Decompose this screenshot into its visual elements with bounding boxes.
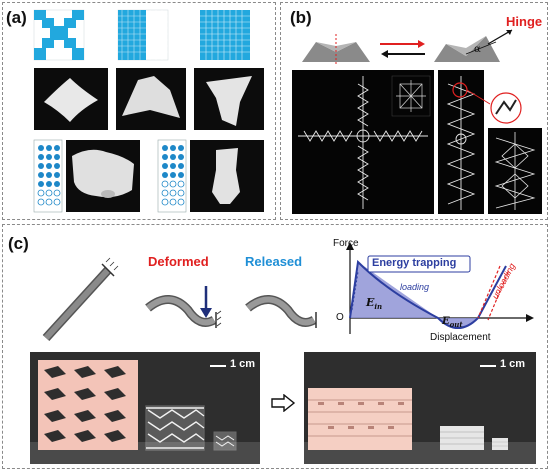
- grid-pattern-half: [117, 9, 169, 61]
- folded-tube-photo-left: [66, 140, 140, 212]
- grid-pattern-full: [200, 10, 250, 60]
- scale-label-right: 1 cm: [500, 358, 526, 370]
- lattice-diamond-pattern: [494, 132, 536, 210]
- deformed-beam: [145, 286, 222, 328]
- white-block-small: [492, 438, 508, 450]
- graph-ylabel: Force: [333, 238, 359, 249]
- deformed-label: Deformed: [148, 254, 209, 269]
- graph-origin: O: [336, 312, 344, 323]
- ein-subscript: in: [374, 302, 383, 312]
- hinge-zoom-detail: [495, 99, 517, 115]
- panel-c-label: (c): [8, 234, 29, 253]
- panel-c: [2, 224, 548, 469]
- white-block-medium: [440, 426, 484, 450]
- straight-beam: [42, 257, 119, 342]
- folded-sheet-photos: [34, 68, 264, 130]
- hinge-unit-flat: [302, 34, 370, 64]
- panel-b: [280, 2, 548, 220]
- loading-label: loading: [400, 282, 430, 292]
- panel-a-figure: [30, 6, 270, 216]
- lattice-deformed-svg: [30, 352, 260, 464]
- energy-title-box: [367, 255, 471, 273]
- lattice-inset-pattern: [396, 80, 426, 112]
- beam-diagrams: [42, 257, 317, 342]
- numbered-grid-left: [33, 139, 63, 213]
- lattice-cross-pattern: [298, 76, 428, 209]
- panel-b-label: (b): [290, 8, 312, 27]
- panel-b-figure: Hinge α: [284, 4, 546, 218]
- hinge-unit-folded: [434, 29, 513, 62]
- ein-label: Ein: [366, 296, 382, 311]
- released-beam: [245, 295, 317, 328]
- hinge-zoom-circle: [490, 92, 522, 124]
- panel-a: [2, 2, 276, 220]
- pink-block-compressed: [308, 388, 412, 450]
- alpha-symbol: α: [474, 44, 481, 55]
- lattice-column-pattern: [446, 76, 476, 210]
- panel-b-svg: [292, 29, 542, 214]
- loading-curve: [349, 259, 507, 329]
- pink-lattice-large: [38, 360, 138, 450]
- eout-symbol: E: [442, 316, 450, 327]
- scale-label-left: 1 cm: [230, 358, 256, 370]
- photo-lattice-compressed: 1 cm: [304, 352, 536, 464]
- eout-label: Eout: [442, 316, 463, 329]
- switch-arrows: [380, 40, 425, 58]
- ein-symbol: E: [366, 296, 375, 309]
- energy-graph: [346, 242, 534, 334]
- released-label: Released: [245, 254, 303, 269]
- eout-subscript: out: [449, 320, 463, 329]
- folded-tube-photo-right: [190, 140, 264, 212]
- transform-arrow-icon: [271, 394, 296, 412]
- graph-xlabel: Displacement: [430, 332, 491, 343]
- numbered-grid-right: [157, 139, 187, 213]
- white-lattice-small: [213, 431, 237, 451]
- unloading-curve: [477, 265, 501, 319]
- hinge-callout-line: [466, 89, 491, 105]
- panel-a-svg: [33, 9, 264, 213]
- grid-pattern-x: [33, 9, 85, 61]
- photo-lattice-deformed: 1 cm: [30, 352, 260, 464]
- white-lattice-medium: [145, 405, 205, 451]
- lattice-compressed-svg: [304, 352, 536, 464]
- hinge-label: Hinge: [506, 14, 543, 29]
- panel-a-label: (a): [6, 8, 27, 27]
- energy-title: Energy trapping: [372, 257, 457, 269]
